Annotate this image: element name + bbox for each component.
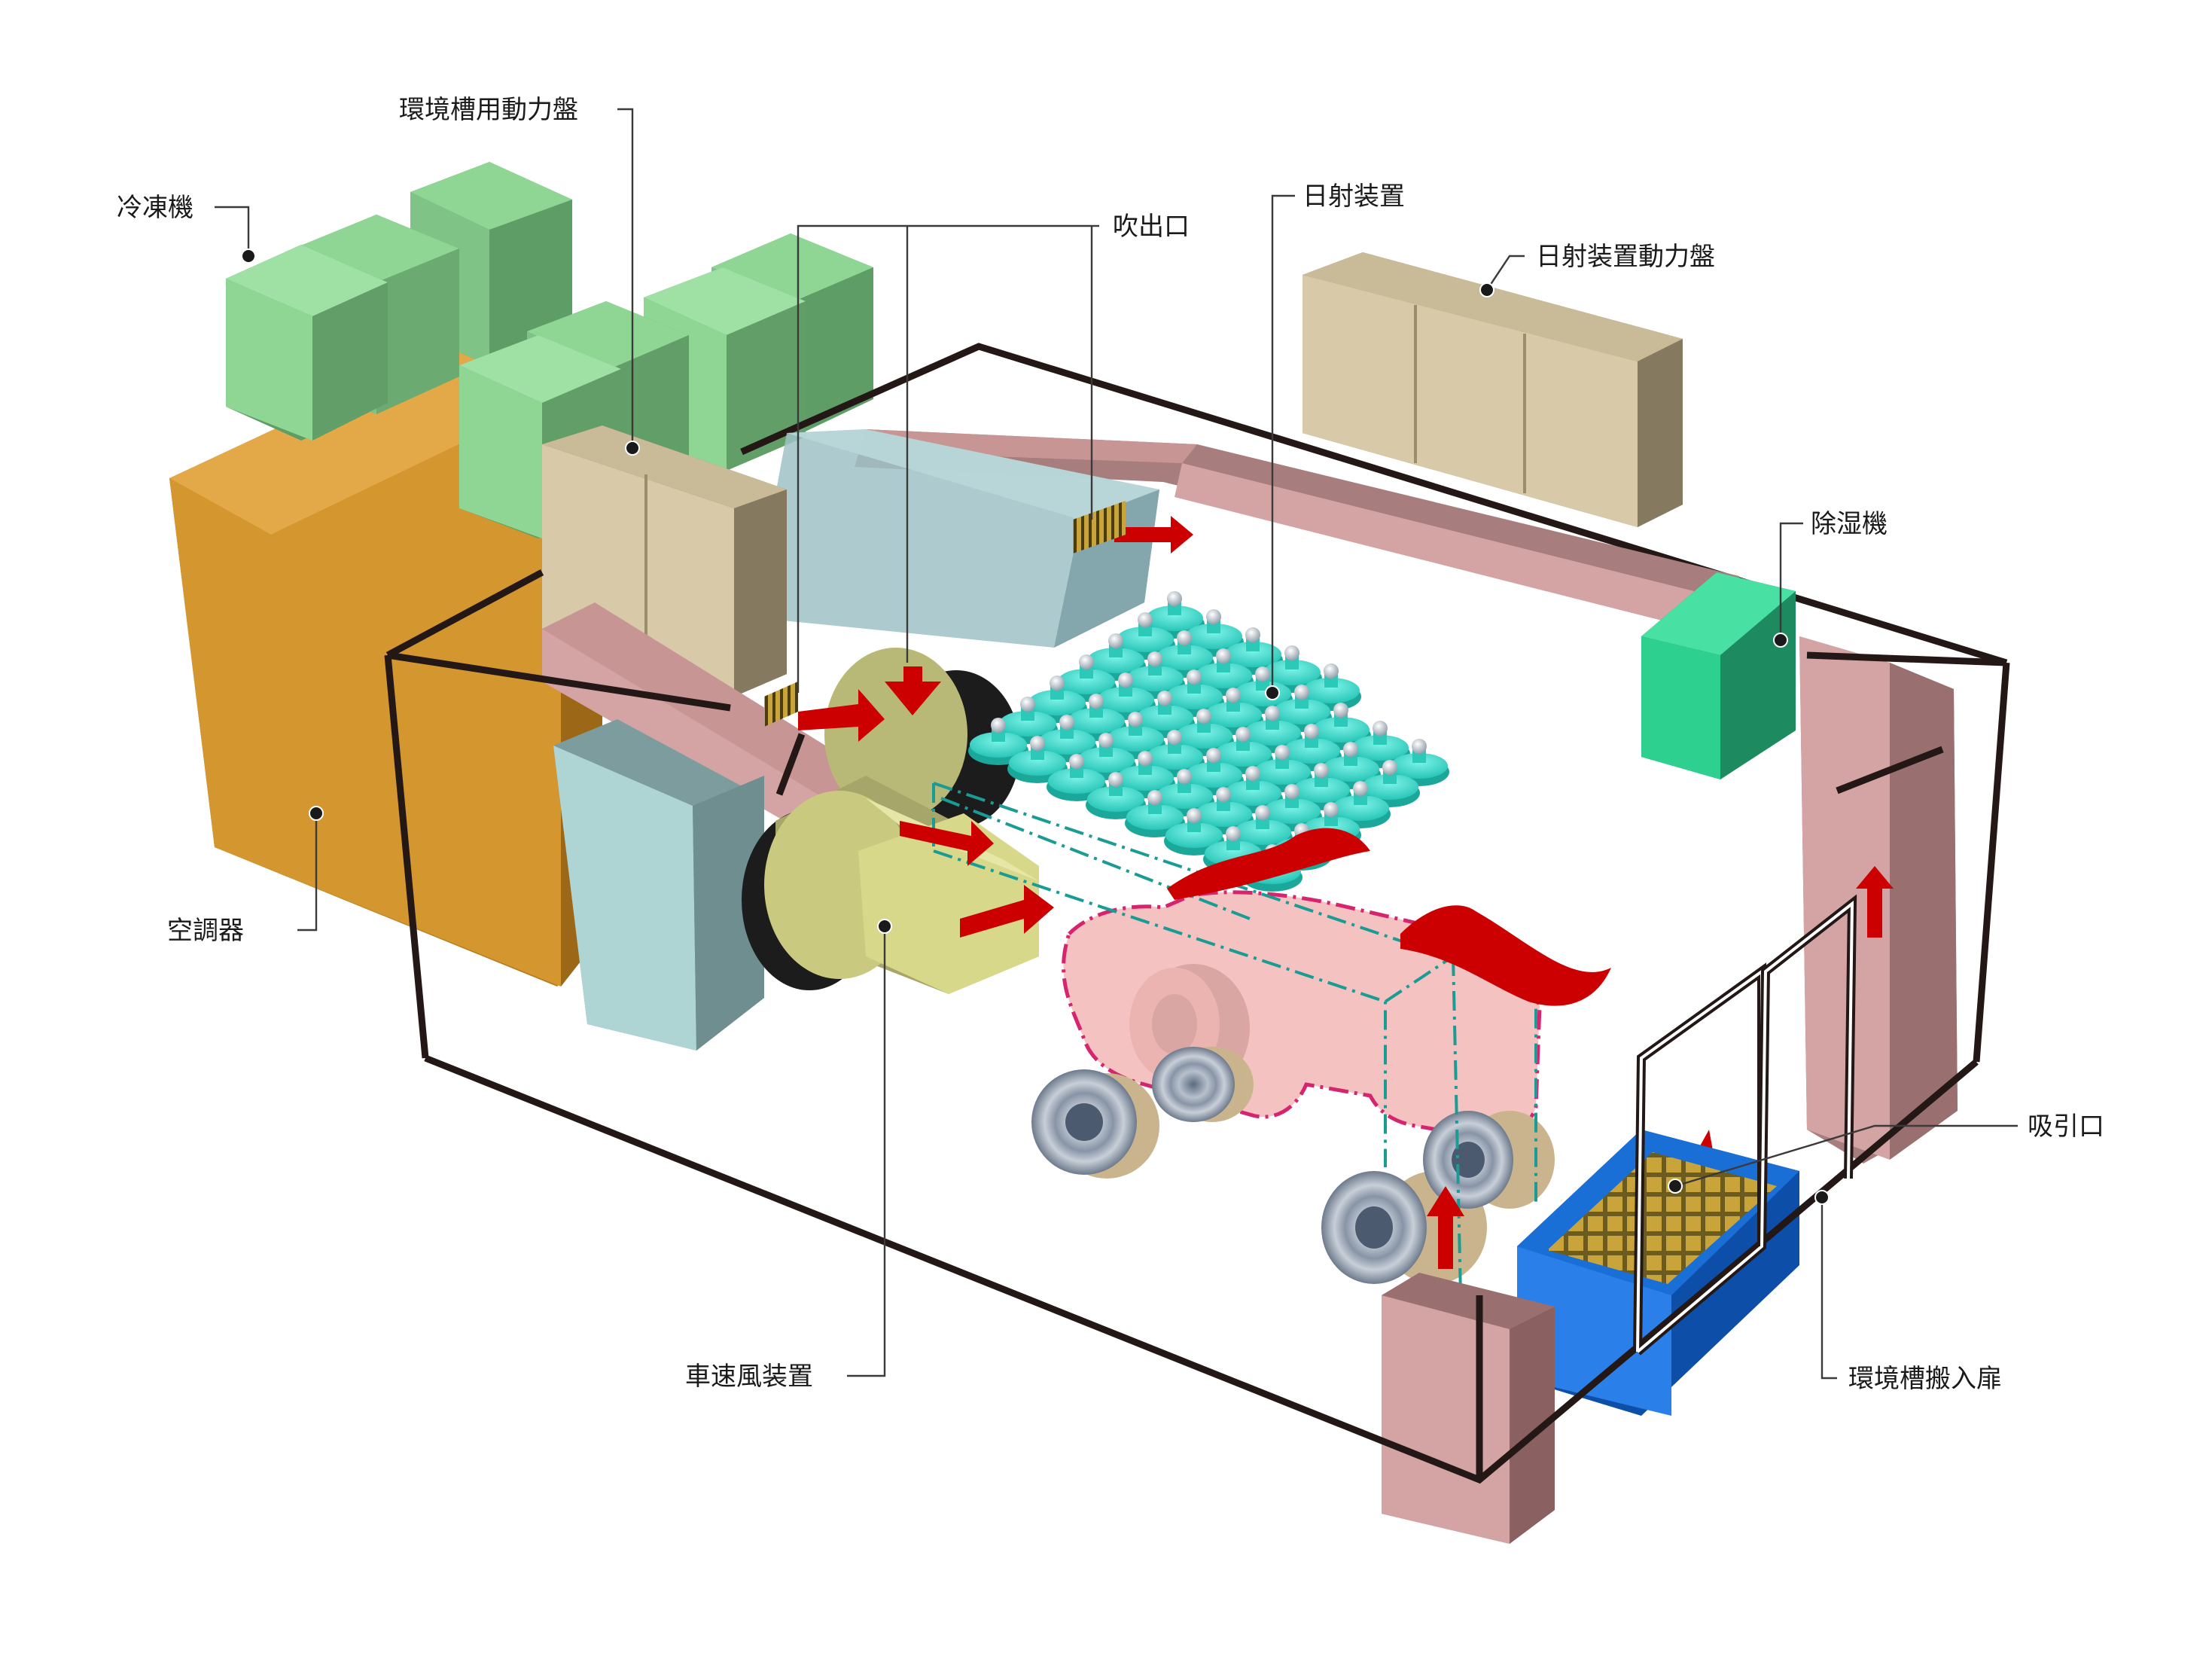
airflow-arrow bbox=[960, 885, 1054, 938]
refrigerator-box bbox=[226, 245, 388, 441]
airflow-arrow bbox=[900, 821, 994, 866]
roller-wheel bbox=[1152, 1047, 1254, 1122]
solar-lamp bbox=[998, 697, 1058, 744]
solar-lamp bbox=[1301, 663, 1361, 711]
airflow-stream bbox=[1167, 828, 1370, 900]
label-vehicle-speed-wind-device: 車速風装置 bbox=[685, 1362, 813, 1392]
support-pillar bbox=[553, 719, 764, 1051]
label-environment-tank-door: 環境槽搬入扉 bbox=[1848, 1364, 2002, 1394]
airflow-stream bbox=[1400, 905, 1611, 1006]
label-air-conditioner: 空調器 bbox=[167, 916, 244, 946]
label-environment-tank-power-panel: 環境槽用動力盤 bbox=[399, 95, 578, 125]
environment-tank-door bbox=[1633, 894, 1857, 1356]
inlet-grill bbox=[1547, 1152, 1777, 1284]
label-solar-device-power-panel: 日射装置動力盤 bbox=[1536, 242, 1715, 272]
labels: 環境槽用動力盤 冷凍機 吹出口 日射装置 日射装置動力盤 除湿機 空調器 吸引口… bbox=[117, 95, 2104, 1394]
label-solar-device: 日射装置 bbox=[1303, 181, 1405, 212]
airflow-arrow bbox=[885, 666, 941, 715]
outlet-vents bbox=[764, 501, 1126, 727]
chassis-dyno-rollers bbox=[1031, 1047, 1555, 1284]
leader-lines bbox=[215, 108, 2018, 1380]
solar-lamp bbox=[1164, 808, 1224, 855]
vehicle-speed-wind-device bbox=[742, 648, 1039, 994]
airflow-arrows bbox=[798, 516, 1894, 1269]
solar-lamp bbox=[1184, 748, 1244, 795]
label-inlet: 吸引口 bbox=[2028, 1112, 2104, 1142]
chamber-frame-front bbox=[384, 569, 2007, 1484]
roller-wheel bbox=[1423, 1111, 1555, 1209]
inlet-unit bbox=[1517, 1130, 1799, 1416]
outlet-vent bbox=[1073, 501, 1126, 554]
airflow-arrow bbox=[1427, 1186, 1464, 1269]
airflow-arrow bbox=[1856, 866, 1894, 938]
solar-device-housing bbox=[753, 429, 1159, 648]
chamber-frame-back bbox=[740, 343, 2010, 1063]
air-duct-front bbox=[542, 602, 892, 855]
roller-wheel bbox=[1031, 1069, 1159, 1179]
front-column bbox=[1382, 1273, 1555, 1544]
solar-device-power-panel bbox=[1303, 252, 1683, 527]
solar-lamp-array bbox=[968, 591, 1449, 892]
airflow-arrow bbox=[1114, 516, 1193, 554]
label-outlet: 吹出口 bbox=[1113, 212, 1190, 242]
dehumidifier bbox=[1641, 572, 1796, 779]
label-dehumidifier: 除湿機 bbox=[1811, 509, 1888, 539]
outlet-vent bbox=[764, 682, 798, 727]
airflow-arrow bbox=[798, 689, 885, 742]
label-refrigerator: 冷凍機 bbox=[117, 193, 193, 223]
